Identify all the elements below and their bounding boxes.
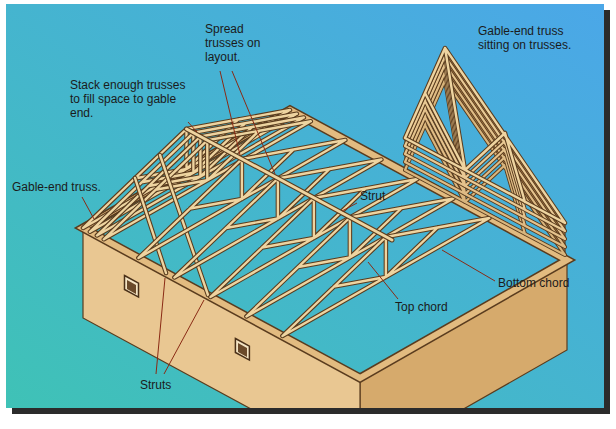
gable-end-truss — [405, 48, 565, 223]
leader-lines — [82, 71, 495, 374]
leader-line — [442, 250, 495, 281]
callout-label: Top chord — [395, 300, 475, 314]
callout-label: Strut — [360, 189, 400, 203]
trusses — [83, 110, 489, 336]
leader-line — [368, 262, 398, 299]
callout-label: Stack enough trusses to fill space to ga… — [70, 78, 194, 120]
callout-label: Struts — [140, 378, 200, 392]
leader-line — [164, 300, 204, 374]
ridge-strut — [187, 129, 393, 240]
leader-line — [188, 122, 197, 132]
callout-label: Gable-end truss. — [12, 180, 116, 194]
leader-line — [156, 278, 165, 374]
leader-line — [232, 71, 275, 174]
window-opening — [238, 343, 247, 357]
window — [125, 276, 139, 298]
callout-label: Spread trusses on layout. — [205, 22, 271, 64]
window — [235, 339, 249, 361]
ridge-strut — [187, 129, 393, 240]
window-opening — [127, 280, 136, 294]
gable-truss-stack — [405, 48, 565, 255]
leader-line — [342, 203, 357, 211]
callout-label: Gable-end truss sitting on trusses. — [478, 24, 598, 52]
gable-end-truss — [405, 48, 565, 223]
leader-line — [82, 197, 94, 219]
callout-label: Bottom chord — [498, 276, 598, 290]
stack-side — [405, 48, 565, 255]
